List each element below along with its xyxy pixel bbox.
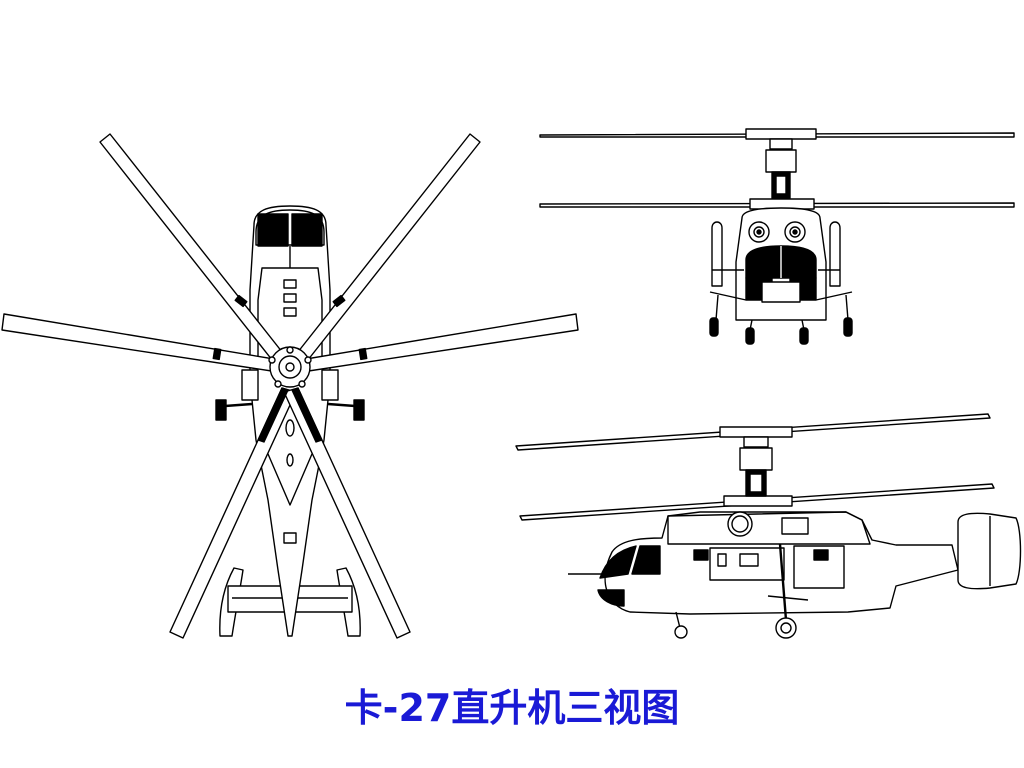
fuselage-plan [241, 205, 339, 637]
outriggers-plan [215, 399, 365, 421]
cockpit-plan [255, 209, 325, 268]
front-rotor-blades [539, 128, 1015, 210]
side-view [515, 413, 1022, 639]
front-landing-gear [709, 291, 853, 345]
side-landing-gear [674, 543, 809, 639]
side-cockpit [597, 545, 661, 607]
front-mast [765, 138, 797, 199]
top-view [1, 133, 579, 639]
upper-rotor-blades [1, 133, 579, 373]
rotor-hub-plan [268, 346, 312, 388]
diagram-caption: 卡-27直升机三视图 [344, 686, 680, 730]
front-view [539, 128, 1015, 345]
side-mast [739, 436, 773, 497]
front-fins [711, 221, 841, 287]
lower-rotor-blades [169, 387, 411, 639]
side-tail [957, 512, 1022, 590]
front-body [735, 207, 827, 321]
